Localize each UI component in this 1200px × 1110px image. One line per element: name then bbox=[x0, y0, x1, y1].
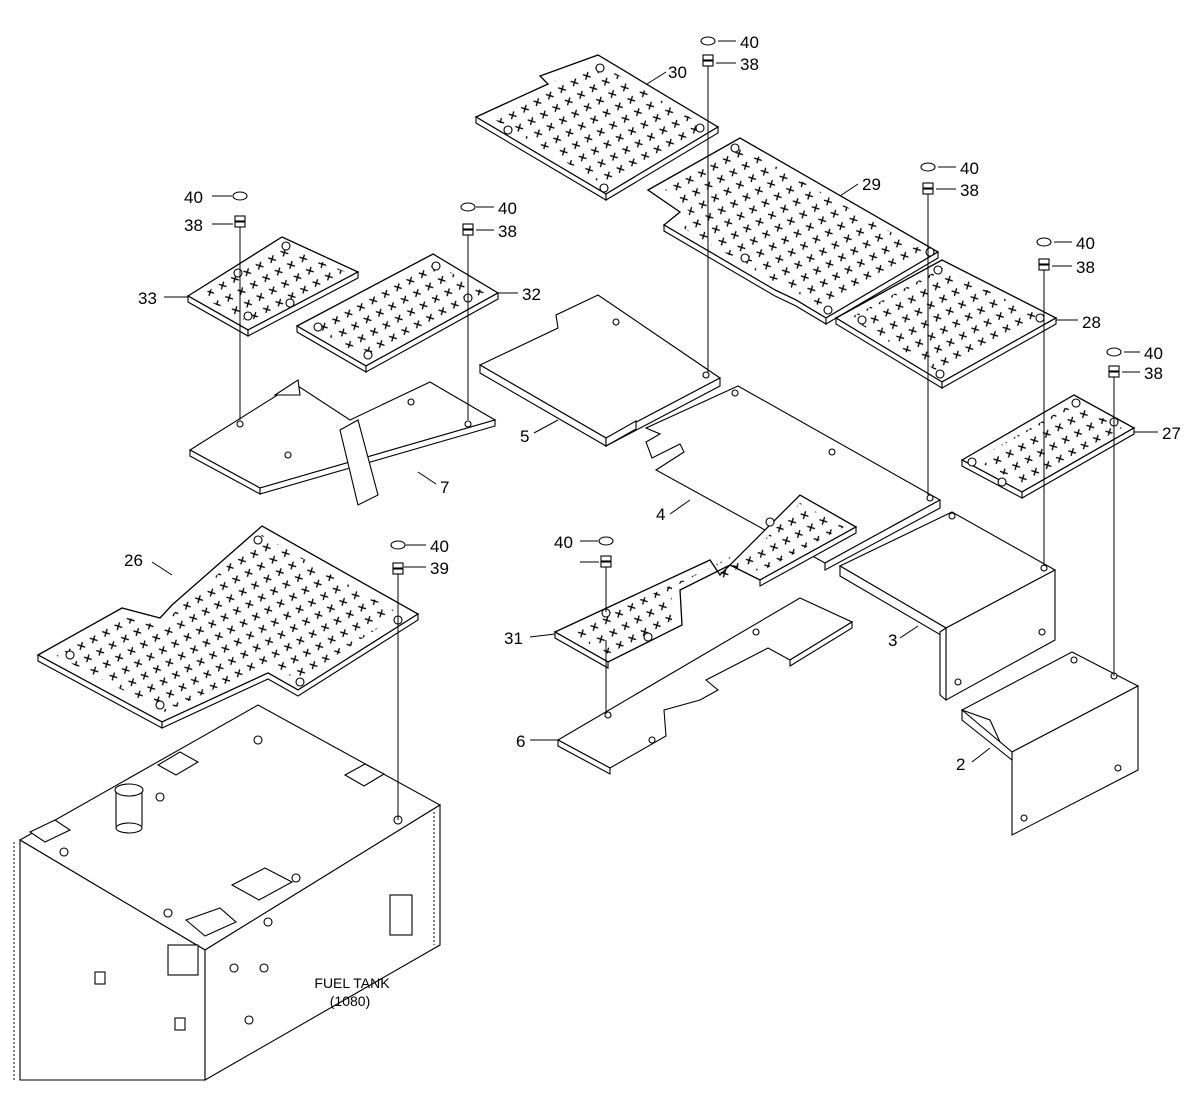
floor-4 bbox=[644, 385, 942, 571]
plate-33 bbox=[186, 236, 360, 337]
label-4: 4 bbox=[656, 505, 665, 524]
label-38a: 38 bbox=[740, 55, 759, 74]
label-40h: 40 bbox=[430, 537, 449, 556]
label-39: 39 bbox=[430, 559, 449, 578]
label-38e: 38 bbox=[1076, 258, 1095, 277]
label-31: 31 bbox=[504, 629, 523, 648]
label-5: 5 bbox=[520, 427, 529, 446]
fastener-stacks bbox=[232, 36, 1122, 820]
plate-26 bbox=[36, 525, 420, 729]
label-40c: 40 bbox=[184, 188, 203, 207]
label-28: 28 bbox=[1082, 313, 1101, 332]
label-7: 7 bbox=[440, 478, 449, 497]
tray-5 bbox=[478, 294, 722, 447]
leader-lines bbox=[151, 40, 1158, 763]
label-3: 3 bbox=[888, 631, 897, 650]
label-40a: 40 bbox=[740, 33, 759, 52]
label-38d: 38 bbox=[498, 222, 517, 241]
label-40f: 40 bbox=[1144, 344, 1163, 363]
label-33: 33 bbox=[138, 289, 157, 308]
label-40b: 40 bbox=[960, 159, 979, 178]
plate-27 bbox=[960, 394, 1136, 499]
label-40e: 40 bbox=[1076, 234, 1095, 253]
fuel-tank-title: FUEL TANK bbox=[314, 975, 390, 991]
label-6: 6 bbox=[516, 732, 525, 751]
label-38b: 38 bbox=[960, 181, 979, 200]
label-2: 2 bbox=[956, 755, 965, 774]
label-29: 29 bbox=[862, 175, 881, 194]
plate-30 bbox=[474, 54, 720, 201]
plate-31 bbox=[553, 494, 858, 669]
plate-6 bbox=[556, 597, 854, 775]
fuel-tank: FUEL TANK (1080) bbox=[13, 704, 442, 1081]
part-labels: 40 38 30 29 40 38 40 38 40 38 33 32 40 3… bbox=[124, 33, 1181, 774]
fuel-tank-code: (1080) bbox=[330, 993, 370, 1009]
label-40g: 40 bbox=[554, 533, 573, 552]
plate-7 bbox=[188, 379, 497, 506]
label-27: 27 bbox=[1162, 424, 1181, 443]
cover-2 bbox=[960, 651, 1140, 836]
label-26: 26 bbox=[124, 551, 143, 570]
plate-32 bbox=[295, 253, 500, 373]
label-32: 32 bbox=[522, 285, 541, 304]
label-38c: 38 bbox=[184, 216, 203, 235]
plate-29 bbox=[646, 137, 940, 325]
plate-28 bbox=[834, 259, 1058, 389]
label-40d: 40 bbox=[498, 199, 517, 218]
label-38f: 38 bbox=[1144, 364, 1163, 383]
cover-3 bbox=[838, 511, 1057, 702]
label-30: 30 bbox=[668, 63, 687, 82]
